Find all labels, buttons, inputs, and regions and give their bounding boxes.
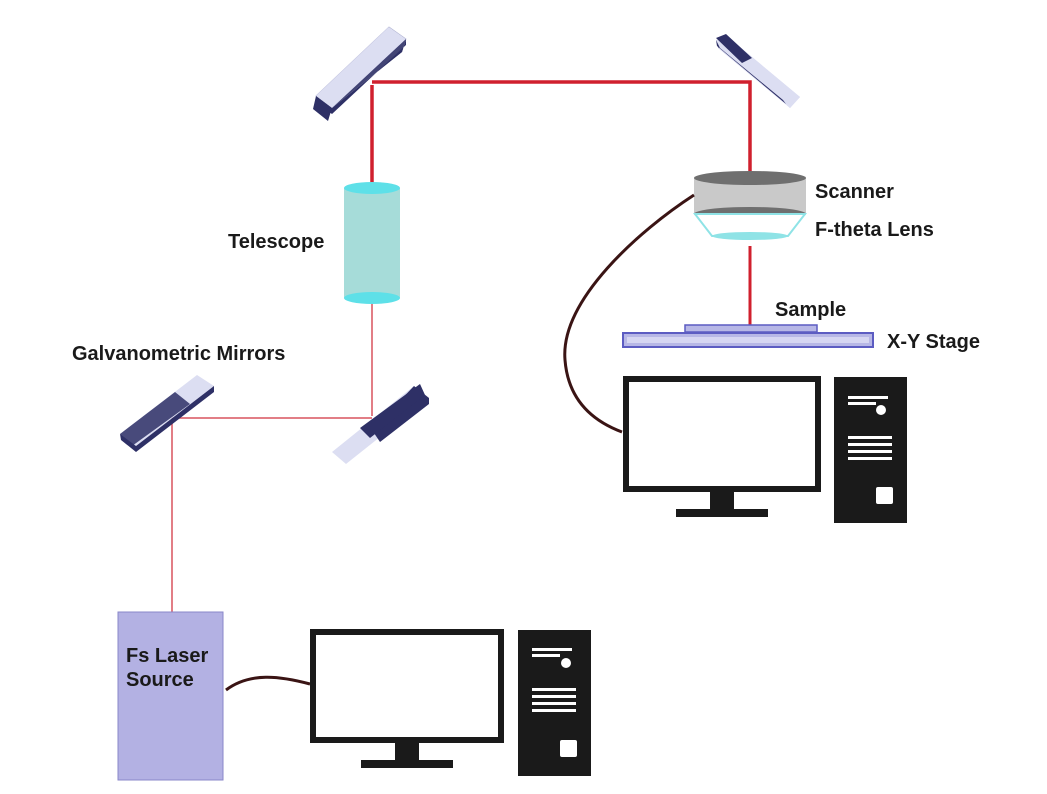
galvanometric-mirrors-label: Galvanometric Mirrors bbox=[72, 343, 285, 365]
laser-beam-thin bbox=[171, 300, 373, 612]
sample-label: Sample bbox=[775, 299, 846, 321]
f-theta-lens-label: F-theta Lens bbox=[815, 219, 934, 241]
mirror-icon bbox=[716, 34, 800, 108]
mirror-icon bbox=[332, 384, 429, 464]
scanner-lens-icon bbox=[692, 171, 808, 240]
computer-tower-icon bbox=[518, 630, 591, 776]
scanner-label: Scanner bbox=[815, 181, 894, 203]
laser-source-icon bbox=[117, 611, 224, 781]
scanner-cable bbox=[563, 193, 695, 434]
sample bbox=[684, 324, 818, 333]
telescope-icon bbox=[344, 182, 400, 304]
computer-tower-icon bbox=[834, 377, 907, 523]
monitor-icon bbox=[623, 376, 821, 517]
xy-stage-label: X-Y Stage bbox=[887, 331, 980, 353]
laser-source-label-line1: Fs Laser bbox=[126, 645, 208, 667]
monitor-icon bbox=[310, 629, 504, 768]
laser-cable bbox=[225, 675, 311, 692]
telescope-label: Telescope bbox=[228, 231, 324, 253]
mirror-icon bbox=[313, 26, 407, 121]
laser-source-label-line2: Source bbox=[126, 669, 194, 691]
laser-beam-thick bbox=[370, 80, 752, 326]
mirror-icon bbox=[120, 375, 214, 452]
